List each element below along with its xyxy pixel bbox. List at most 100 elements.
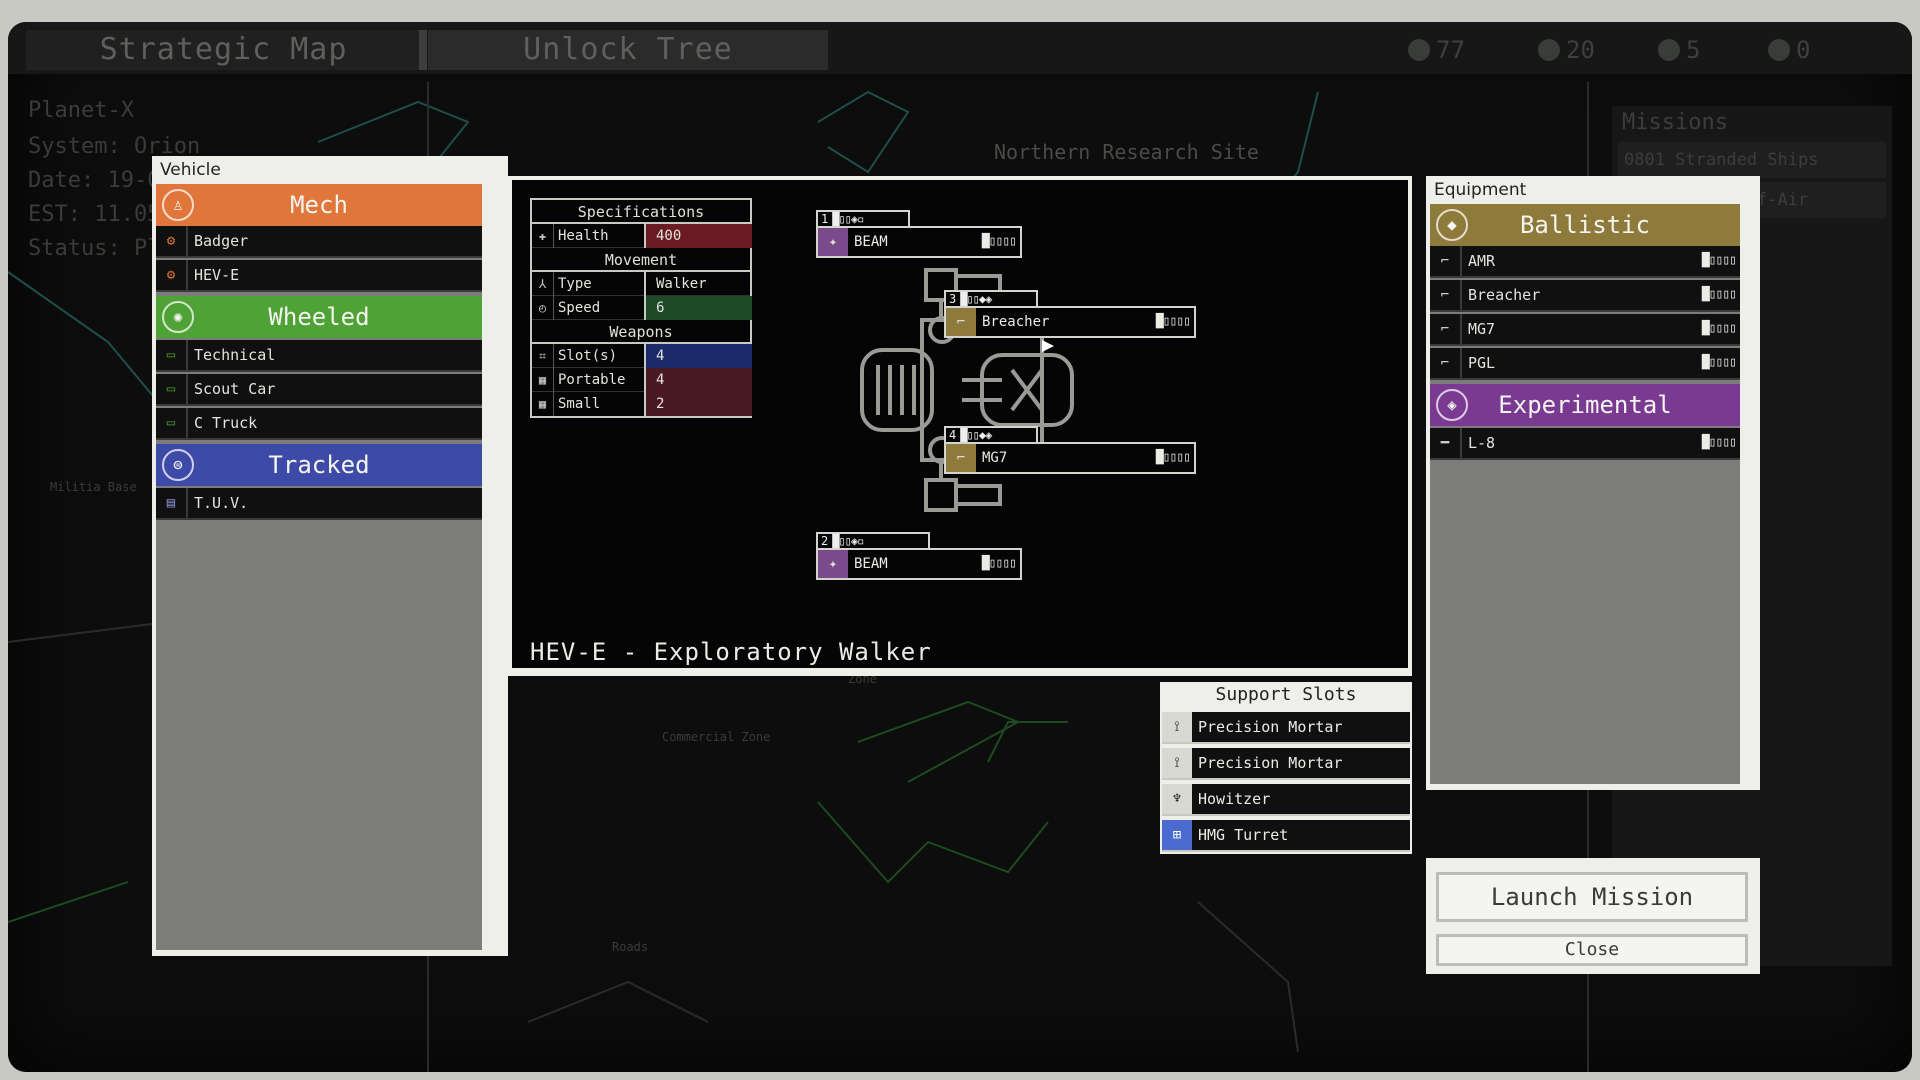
- weapon-level-bar: █▯▯▯▯: [1155, 450, 1191, 465]
- vehicle-name-title: HEV-E - Exploratory Walker: [530, 638, 932, 666]
- credits-icon: [1408, 39, 1430, 61]
- tab-strategic-map[interactable]: Strategic Map: [26, 30, 421, 70]
- health-icon: ✚: [532, 224, 554, 248]
- resource-intel: 0: [1768, 32, 1810, 68]
- laser-icon: ━: [1430, 428, 1462, 458]
- vehicle-item-tuv[interactable]: ▤ T.U.V.: [156, 488, 482, 520]
- equipment-item-mg7[interactable]: ⌐ MG7 █▯▯▯▯: [1430, 314, 1740, 346]
- weapon-level-bar: █▯▯▯▯: [981, 556, 1017, 571]
- mount-slot-3[interactable]: ⌐ Breacher █▯▯▯▯: [944, 306, 1196, 338]
- beam-icon: ✦: [818, 550, 848, 578]
- intel-icon: [1768, 39, 1790, 61]
- gun-icon: ⌐: [1430, 280, 1462, 310]
- vehicle-item-c-truck[interactable]: ▭ C Truck: [156, 408, 482, 440]
- resource-fuel: 5: [1658, 32, 1700, 68]
- equipment-level-bar: █▯▯▯▯: [1701, 321, 1737, 336]
- vehicle-list: ♙ Mech ⚙ Badger ⚙ HEV-E ✺ Wheeled ▭ Tech…: [156, 184, 482, 950]
- equipment-item-breacher[interactable]: ⌐ Breacher █▯▯▯▯: [1430, 280, 1740, 312]
- car-icon: ▭: [156, 374, 188, 404]
- vehicle-display: Specifications ✚ Health 400 Movement ⅄ T…: [508, 176, 1412, 676]
- category-experimental[interactable]: ◈ Experimental: [1430, 384, 1740, 426]
- mech-icon: ♙: [162, 189, 194, 221]
- top-bar: Strategic Map Unlock Tree 77 20 5 0: [8, 22, 1912, 74]
- equipment-item-amr[interactable]: ⌐ AMR █▯▯▯▯: [1430, 246, 1740, 278]
- mission-buttons-panel: Launch Mission Close: [1426, 858, 1760, 974]
- category-ballistic[interactable]: ◆ Ballistic: [1430, 204, 1740, 246]
- portable-icon: ▦: [532, 368, 554, 392]
- tread-icon: ⊜: [162, 449, 194, 481]
- gun-icon: ⌐: [1430, 246, 1462, 276]
- parts-icon: [1538, 39, 1560, 61]
- mech-small-icon: ⚙: [156, 226, 188, 256]
- equipment-panel: Equipment ◆ Ballistic ⌐ AMR █▯▯▯▯ ⌐ Brea…: [1426, 176, 1760, 790]
- equipment-item-pgl[interactable]: ⌐ PGL █▯▯▯▯: [1430, 348, 1740, 380]
- support-slot[interactable]: ♆ Howitzer: [1162, 784, 1410, 816]
- spec-speed: ◴ Speed 6: [532, 296, 752, 320]
- wheel-icon: ✺: [162, 301, 194, 333]
- equipment-level-bar: █▯▯▯▯: [1701, 355, 1737, 370]
- planet-name: Planet-X: [28, 98, 134, 123]
- system-text: System: Orion: [28, 134, 201, 159]
- equipment-list: ◆ Ballistic ⌐ AMR █▯▯▯▯ ⌐ Breacher █▯▯▯▯…: [1430, 204, 1740, 784]
- support-slot[interactable]: ⟟ Precision Mortar: [1162, 712, 1410, 744]
- mount-slot-2[interactable]: ✦ BEAM █▯▯▯▯: [816, 548, 1022, 580]
- support-slot[interactable]: ⟟ Precision Mortar: [1162, 748, 1410, 780]
- equipment-level-bar: █▯▯▯▯: [1701, 435, 1737, 450]
- launch-mission-button[interactable]: Launch Mission: [1436, 872, 1748, 922]
- mortar-icon: ⟟: [1162, 748, 1192, 778]
- slot-pips: █▯▯◆◈: [960, 292, 992, 306]
- missions-title: Missions: [1622, 110, 1728, 135]
- map-label-commercial: Commercial Zone: [662, 730, 771, 744]
- gun-icon: ⌐: [1430, 314, 1462, 344]
- close-button[interactable]: Close: [1436, 934, 1748, 966]
- equipment-level-bar: █▯▯▯▯: [1701, 287, 1737, 302]
- slot-pips: █▯▯◈▫: [832, 534, 864, 548]
- mech-small-icon: ⚙: [156, 260, 188, 290]
- map-label-militia: Militia Base: [50, 480, 137, 494]
- vehicle-item-badger[interactable]: ⚙ Badger: [156, 226, 482, 258]
- specifications-table: Specifications ✚ Health 400 Movement ⅄ T…: [530, 198, 752, 418]
- spec-small: ▦ Small 2: [532, 392, 752, 416]
- mount-slot-1[interactable]: ✦ BEAM █▯▯▯▯: [816, 226, 1022, 258]
- support-slot[interactable]: ⊞ HMG Turret: [1162, 820, 1410, 852]
- tab-unlock-tree[interactable]: Unlock Tree: [428, 30, 828, 70]
- vehicle-panel-title: Vehicle: [160, 160, 221, 180]
- mission-item[interactable]: 0801 Stranded Ships: [1618, 142, 1886, 178]
- weapons-title: Weapons: [532, 320, 750, 344]
- map-label-northern: Northern Research Site: [994, 140, 1259, 164]
- spec-portable: ▦ Portable 4: [532, 368, 752, 392]
- howitzer-icon: ♆: [1162, 784, 1192, 814]
- category-mech[interactable]: ♙ Mech: [156, 184, 482, 226]
- vehicle-panel: Vehicle ♙ Mech ⚙ Badger ⚙ HEV-E ✺ Wheele…: [152, 156, 508, 956]
- experimental-icon: ◈: [1436, 389, 1468, 421]
- equipment-level-bar: █▯▯▯▯: [1701, 253, 1737, 268]
- vehicle-item-hev-e[interactable]: ⚙ HEV-E: [156, 260, 482, 292]
- date-text: Date: 19-09: [28, 168, 174, 193]
- vehicle-item-technical[interactable]: ▭ Technical: [156, 340, 482, 372]
- gun-icon: ⌐: [946, 444, 976, 472]
- car-icon: ▭: [156, 340, 188, 370]
- ballistic-icon: ◆: [1436, 209, 1468, 241]
- support-slots-panel: Support Slots ⟟ Precision Mortar ⟟ Preci…: [1160, 682, 1412, 854]
- category-tracked[interactable]: ⊜ Tracked: [156, 444, 482, 486]
- small-icon: ▦: [532, 392, 554, 416]
- mount-slot-4[interactable]: ⌐ MG7 █▯▯▯▯: [944, 442, 1196, 474]
- vehicle-item-scout-car[interactable]: ▭ Scout Car: [156, 374, 482, 406]
- equipment-item-l8[interactable]: ━ L-8 █▯▯▯▯: [1430, 428, 1740, 460]
- tank-icon: ▤: [156, 488, 188, 518]
- status-text: Status: Pl: [28, 236, 161, 261]
- mortar-icon: ⟟: [1162, 712, 1192, 742]
- slot-pips: █▯▯◈▫: [832, 212, 864, 226]
- tab-separator: [419, 30, 427, 70]
- beam-icon: ✦: [818, 228, 848, 256]
- specs-title: Specifications: [532, 200, 750, 224]
- equipment-panel-title: Equipment: [1434, 180, 1527, 200]
- turret-icon: ⊞: [1162, 820, 1192, 850]
- walker-icon: ⅄: [532, 272, 554, 296]
- support-slots-title: Support Slots: [1215, 684, 1357, 705]
- vehicle-display-screen: Specifications ✚ Health 400 Movement ⅄ T…: [512, 180, 1408, 668]
- movement-title: Movement: [532, 248, 750, 272]
- gun-icon: ⌐: [1430, 348, 1462, 378]
- category-wheeled[interactable]: ✺ Wheeled: [156, 296, 482, 338]
- speed-icon: ◴: [532, 296, 554, 320]
